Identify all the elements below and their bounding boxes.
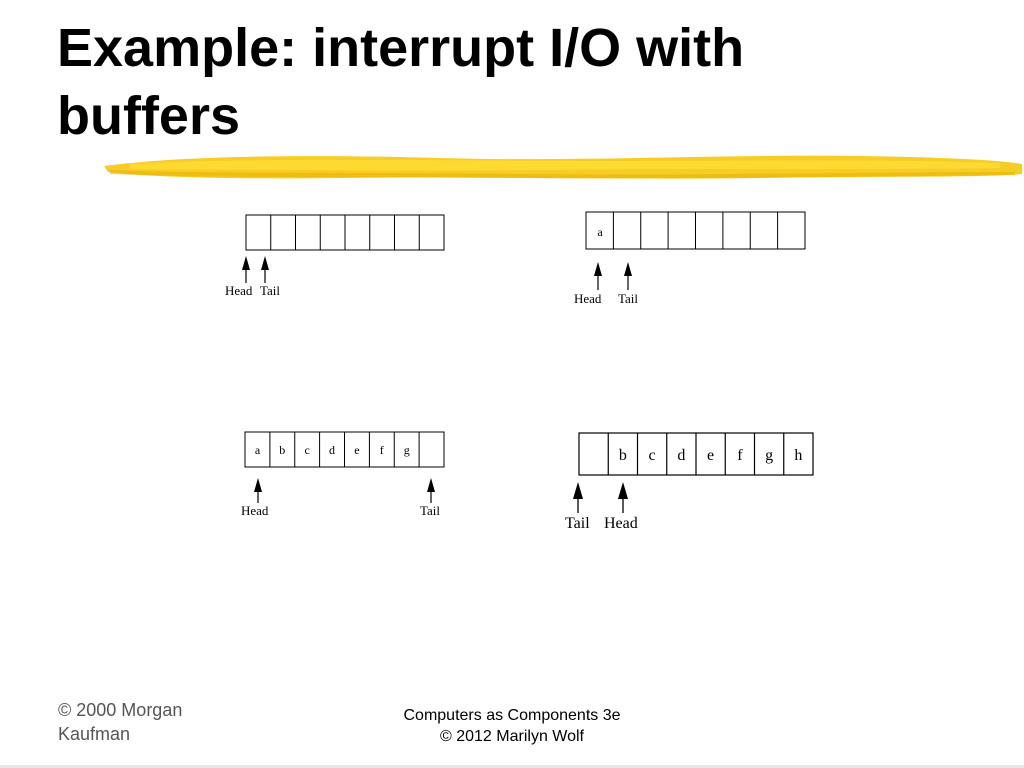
tail-arrow-icon (261, 256, 269, 283)
buffer-cell: e (354, 443, 359, 457)
buffer-diagram-nearly-full: a b c d e f g Head Tail (241, 431, 445, 518)
tail-label: Tail (420, 503, 440, 518)
yellow-brush-stroke (104, 155, 1022, 179)
slide-title-line-1: Example: interrupt I/O with (57, 18, 745, 78)
buffer-cell: c (649, 447, 656, 464)
buffer-diagram-empty: Head Tail (225, 214, 445, 298)
footer-center-line-2: © 2012 Marilyn Wolf (440, 728, 584, 745)
footer-left-line-1: © 2000 Morgan (58, 700, 183, 720)
buffer-cell: f (737, 447, 743, 464)
buffer-cell: f (380, 443, 384, 457)
tail-arrow-icon (427, 478, 435, 503)
buffer-cell: g (765, 447, 773, 464)
buffer-cell: d (329, 443, 335, 457)
head-arrow-icon (254, 478, 262, 503)
tail-label: Tail (618, 291, 638, 306)
tail-arrow-icon (624, 262, 632, 290)
footer-left-line-2: Kaufman (58, 724, 131, 744)
head-label: Head (574, 291, 602, 306)
bottom-divider (0, 765, 1024, 768)
footer-book-credit: Computers as Components 3e © 2012 Marily… (362, 705, 662, 747)
head-arrow-icon (618, 482, 628, 513)
head-label: Head (241, 503, 269, 518)
buffer-cell: a (597, 225, 603, 239)
head-label: Head (604, 515, 638, 532)
buffer-cell: c (305, 443, 310, 457)
buffer-cell: g (404, 443, 410, 457)
buffer-cell: b (619, 447, 627, 464)
footer-copyright-left: © 2000 Morgan Kaufman (58, 698, 278, 746)
head-label: Head (225, 283, 253, 298)
buffer-cell: e (707, 447, 714, 464)
buffer-diagram-wrapped: b c d e f g h Tail Head (565, 432, 814, 532)
tail-arrow-icon (573, 482, 583, 513)
tail-label: Tail (565, 515, 590, 532)
footer-center-line-1: Computers as Components 3e (403, 707, 621, 724)
buffer-diagram-one-item: a Head Tail (574, 211, 806, 306)
slide-title-line-2: buffers (57, 86, 241, 146)
slide-title: Example: interrupt I/O with buffers (57, 14, 957, 150)
head-arrow-icon (242, 256, 250, 283)
buffer-cell: a (255, 443, 261, 457)
buffer-cell: h (794, 447, 802, 464)
buffer-cell: b (279, 443, 285, 457)
tail-label: Tail (260, 283, 280, 298)
head-arrow-icon (594, 262, 602, 290)
buffer-cell: d (677, 447, 685, 464)
